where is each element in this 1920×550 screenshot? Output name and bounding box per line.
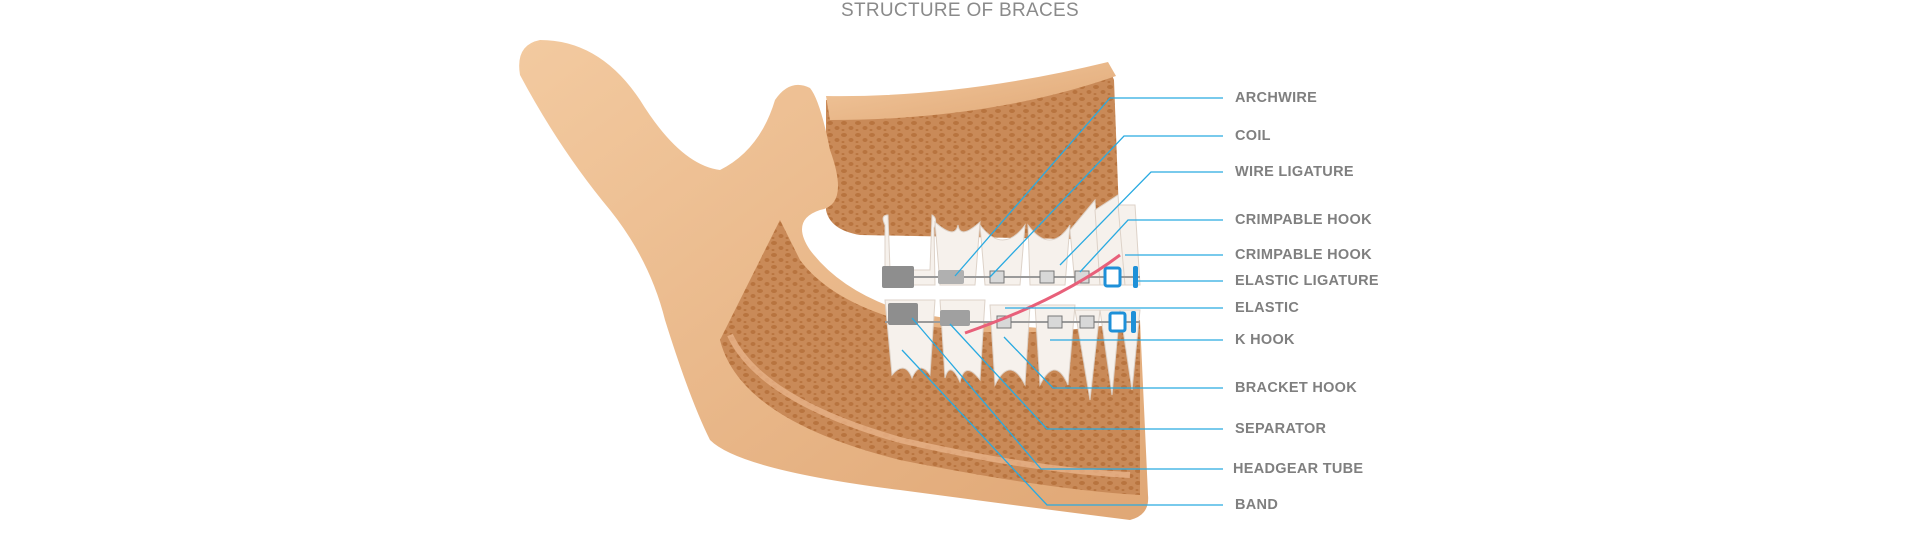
leader-crimpable-hook-1 xyxy=(1079,219,1223,273)
label-k-hook: K HOOK xyxy=(1235,332,1295,348)
upper-teeth xyxy=(882,194,1141,286)
label-elastic: ELASTIC xyxy=(1235,300,1300,316)
lower-archwire-brackets xyxy=(885,303,1140,333)
label-separator: SEPARATOR xyxy=(1235,421,1327,437)
label-band: BAND xyxy=(1235,497,1279,513)
leader-archwire xyxy=(954,97,1223,277)
canal xyxy=(727,333,1131,478)
label-coil: COIL xyxy=(1235,128,1271,144)
leader-band xyxy=(901,349,1223,506)
label-crimpable-hook-1: CRIMPABLE HOOK xyxy=(1235,212,1372,228)
diagram-title: STRUCTURE OF BRACES xyxy=(841,0,1079,21)
elastic-band xyxy=(964,253,1121,335)
leader-separator xyxy=(949,323,1223,430)
leader-headgear-tube xyxy=(911,317,1223,470)
leader-lines xyxy=(901,97,1223,506)
upper-bone-rim xyxy=(826,62,1116,120)
label-bracket-hook: BRACKET HOOK xyxy=(1235,380,1358,396)
label-elastic-ligature: ELASTIC LIGATURE xyxy=(1235,273,1379,289)
label-headgear-tube: HEADGEAR TUBE xyxy=(1233,461,1364,477)
leader-wire-ligature xyxy=(1059,171,1223,266)
label-archwire: ARCHWIRE xyxy=(1235,90,1318,106)
leader-bracket-hook xyxy=(1003,336,1223,389)
leader-coil xyxy=(989,135,1223,278)
label-crimpable-hook-2: CRIMPABLE HOOK xyxy=(1235,247,1372,263)
label-wire-ligature: WIRE LIGATURE xyxy=(1235,164,1354,180)
